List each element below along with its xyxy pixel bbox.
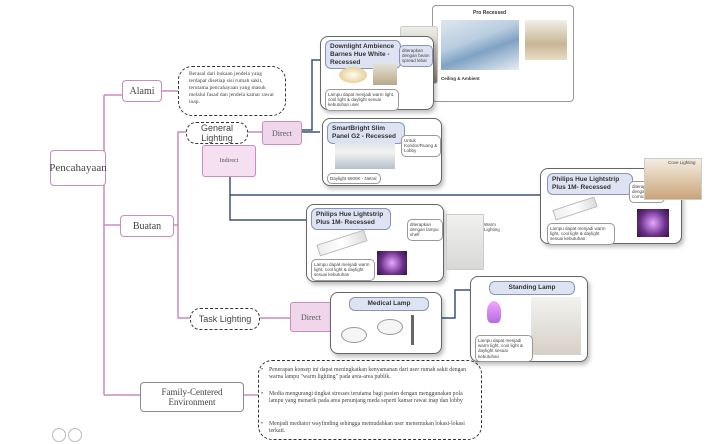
alami-text: Berasal dari bukaan jendela yang terdapa… [189,71,274,105]
node-direct-general: Direct [262,121,302,145]
medical-lamp-image-1 [341,327,367,343]
footer-icon [52,428,66,442]
panel-lobby-photo [335,141,395,169]
card-standing-lamp: Standing Lamp Lampu dapat menjadi warm l… [470,276,588,362]
card-medical-lamp: Medical Lamp [330,292,442,354]
node-direct-task: Direct [290,302,332,332]
photos-top-label: Pro Recessed [473,10,507,16]
downlight-note: diterapkan dengan beam spread lebar [399,45,433,67]
photo-ceiling-design: Pro Recessed Ceiling & Ambient [432,5,574,102]
standing-room-photo [531,297,581,355]
node-family-centered: Family-Centered Environment [140,382,244,412]
node-buatan: Buatan [120,215,174,237]
lightstrip-b-rgb-image [637,209,669,237]
medical-lamp-image-3 [411,315,414,345]
right-side-label: Cove Lighting [668,160,696,165]
node-task-lighting: Task Lighting [190,308,260,330]
mid-side-label: Warm Lighting [484,222,500,232]
standing-bulb-image [487,301,501,323]
photo-cove-room [644,158,702,200]
node-pencahayaan: Pencahayaan [49,150,107,186]
standing-desc: Lampu dapat menjadi warm light, cool lig… [475,335,533,362]
standing-title: Standing Lamp [489,281,575,295]
lightstrip-a-rgb-image [377,251,407,275]
card-downlight: Downlight Ambience Barnes Hue White - Re… [320,36,434,111]
photo-warm-corridor [446,214,484,270]
panel-note: Untuk Koridor/Ruang & Lobby [401,135,441,157]
lightstrip-b-product-image [552,196,598,221]
lightstrip-b-title: Philips Hue Lightstrip Plus 1M- Recessed [547,173,633,195]
ceiling-image-2 [525,20,567,60]
family-bullet-1: •Penerapan konsep ini dapat meningkatkan… [261,367,467,381]
ceiling-label: Ceiling & Ambient [441,76,480,81]
lightstrip-a-desc: Lampu dapat menjadi warm light, cool lig… [311,259,375,281]
downlight-product-image [339,67,367,83]
family-bullet-2: •Media mengurangi tingkat stresses terut… [261,391,463,405]
node-indirect: Indirect [202,145,256,177]
alami-description: Berasal dari bukaan jendela yang terdapa… [178,66,286,116]
downlight-desc: Lampu dapat menjadi warm light, cool lig… [325,89,399,111]
family-bullet-3: •Menjadi mediator wayfinding sehingga me… [261,421,465,435]
footer-icon-2 [68,428,82,442]
card-lightstrip-middle: Philips Hue Lightstrip Plus 1M- Recessed… [306,204,444,282]
lightstrip-a-product-image [316,229,368,257]
family-description: •Penerapan konsep ini dapat meningkatkan… [258,360,482,440]
ceiling-image [441,20,519,70]
medical-title: Medical Lamp [349,297,429,311]
card-slim-panel: SmartBright Slim Panel G2 - Recessed Unt… [322,118,442,186]
lightstrip-b-desc: Lampu dapat menjadi warm light, cool lig… [547,223,615,245]
node-general-lighting: General Lighting [186,122,248,144]
lightstrip-a-title: Philips Hue Lightstrip Plus 1M- Recessed [311,208,391,230]
medical-lamp-image-2 [377,319,403,335]
downlight-room-photo [373,63,397,85]
panel-desc: Daylight 6500K - Netral [327,173,381,185]
lightstrip-a-note: diterapkan dengan lampu shelf [407,219,443,241]
node-alami: Alami [122,80,162,102]
